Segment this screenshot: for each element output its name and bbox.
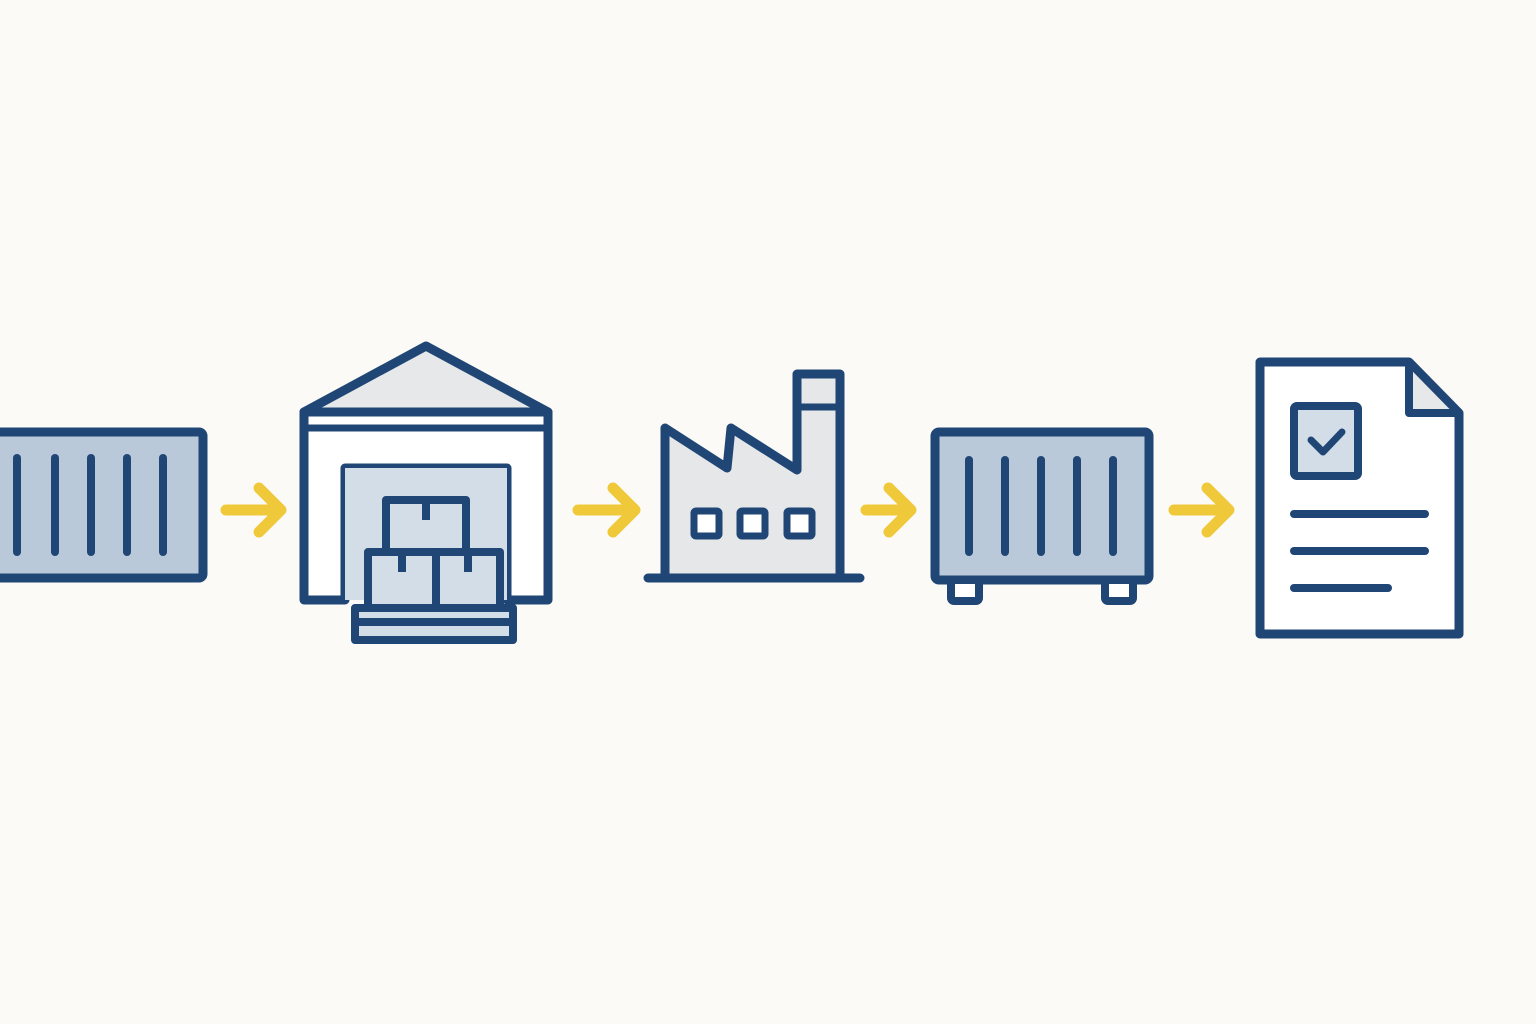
factory-icon (643, 369, 865, 583)
document-corner-fold (1405, 358, 1463, 417)
container-wheels (947, 576, 1137, 605)
document-text-lines (1290, 510, 1429, 592)
checked-document-icon (1255, 357, 1464, 639)
checkmark-icon (1307, 428, 1346, 456)
checkbox-icon (1290, 402, 1362, 480)
warehouse-icon (299, 341, 553, 644)
flow-arrow-icon (860, 482, 917, 538)
shipping-container-icon (0, 427, 208, 583)
factory-windows (690, 507, 816, 540)
stacked-boxes-icon (364, 496, 504, 612)
warehouse-roof (299, 341, 553, 417)
pallet-icon (351, 604, 517, 644)
flow-arrow-icon (1168, 482, 1235, 538)
container-ribs (13, 454, 167, 556)
flow-arrow-icon (572, 482, 641, 538)
flow-arrow-icon (220, 482, 287, 538)
container-on-wheels-icon (930, 427, 1154, 605)
container-ribs (965, 456, 1117, 556)
